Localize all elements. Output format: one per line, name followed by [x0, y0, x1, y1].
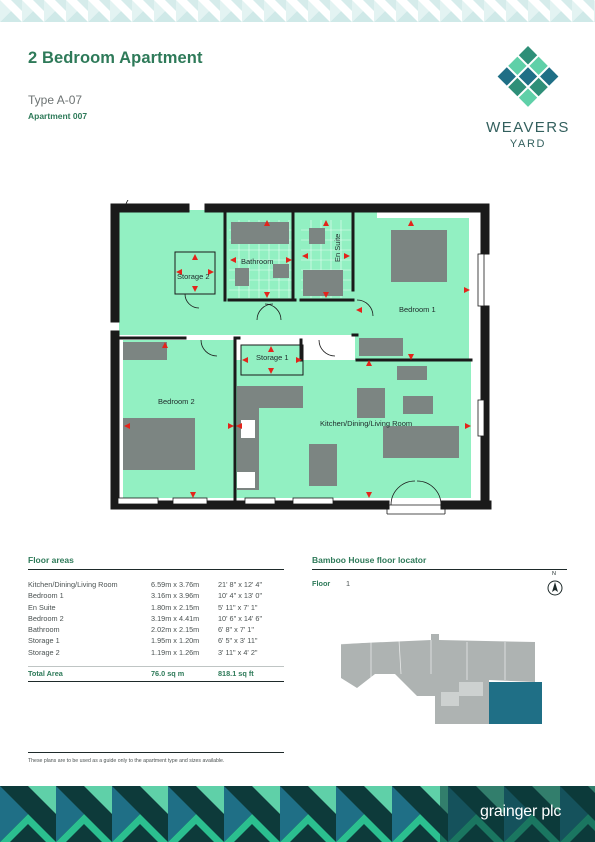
basin-bath: [273, 264, 289, 278]
wc-ensuite: [309, 228, 325, 244]
table-row: En Suite 1.80m x 2.15m 5' 11" x 7' 1": [28, 602, 258, 612]
logo-wordmark-yard: YARD: [509, 138, 547, 150]
label-bedroom-1: Bedroom 1: [399, 305, 436, 314]
floor-plan: Storage 2 Bathroom En Suite Bedroom 1 St…: [105, 191, 495, 518]
bed-2: [123, 418, 195, 470]
top-pattern-band: [0, 0, 595, 22]
apartment-type: Type A-07: [28, 93, 83, 107]
floor-locator-divider: [312, 569, 567, 570]
total-area-row: Total Area 76.0 sq m 818.1 sq ft: [28, 669, 254, 678]
floor-label: Floor: [312, 579, 331, 588]
north-arrow-icon: N: [546, 571, 564, 598]
apartment-number: Apartment 007: [28, 111, 88, 121]
logo-wordmark-weavers: WEAVERS: [486, 119, 570, 136]
shower-tray: [303, 270, 343, 296]
dining-table: [309, 444, 337, 486]
armchair: [357, 388, 385, 418]
floor-areas-bottom-rule: [28, 681, 284, 682]
label-storage-2: Storage 2: [177, 272, 210, 281]
coffee-table: [403, 396, 433, 414]
label-bedroom-2: Bedroom 2: [158, 397, 195, 406]
wardrobe-bed2: [123, 342, 167, 360]
building-locator-map: [335, 630, 545, 726]
label-storage-1: Storage 1: [256, 353, 289, 362]
north-label: N: [552, 571, 556, 577]
table-row: Bathroom 2.02m x 2.15m 6' 8" x 7' 1": [28, 625, 254, 635]
floor-value: 1: [346, 579, 351, 588]
label-ensuite: En Suite: [333, 233, 342, 262]
floor-areas-table: Kitchen/Dining/Living Room 6.59m x 3.76m…: [28, 579, 284, 658]
floor-areas-title: Floor areas: [28, 555, 74, 565]
label-bathroom: Bathroom: [241, 257, 274, 266]
bathtub: [231, 222, 289, 244]
label-kitchen-dining-living: Kitchen/Dining/Living Room: [320, 419, 413, 428]
grainger-brand-logo: grainger plc: [480, 803, 562, 820]
table-row: Kitchen/Dining/Living Room 6.59m x 3.76m…: [28, 580, 263, 589]
disclaimer-text: These plans are to be used as a guide on…: [28, 758, 225, 764]
bottom-pattern-band: [0, 786, 595, 842]
total-divider: [28, 666, 284, 667]
tv-unit: [397, 366, 427, 380]
woven-squares-logo: [483, 42, 573, 154]
table-row: Storage 1 1.95m x 1.20m 6' 5" x 3' 11": [28, 636, 258, 646]
table-row: Storage 2 1.19m x 1.26m 3' 11" x 4' 2": [28, 647, 258, 657]
table-row: Bedroom 2 3.19m x 4.41m 10' 6" x 14' 6": [28, 613, 263, 623]
floor-locator-title: Bamboo House floor locator: [312, 555, 427, 565]
page-title: 2 Bedroom Apartment: [28, 49, 203, 67]
bed-1: [391, 230, 447, 282]
kitchen-counter: [237, 386, 303, 408]
floor-plan-drawing: [110, 191, 492, 515]
disclaimer-rule: [28, 752, 284, 753]
highlighted-apartment: [489, 682, 542, 724]
floor-areas-divider: [28, 569, 284, 570]
table-row: Bedroom 1 3.16m x 3.96m 10' 4" x 13' 0": [28, 591, 263, 601]
wc-bath: [235, 268, 249, 286]
wardrobe-bed1: [359, 338, 403, 356]
sofa: [383, 426, 459, 458]
